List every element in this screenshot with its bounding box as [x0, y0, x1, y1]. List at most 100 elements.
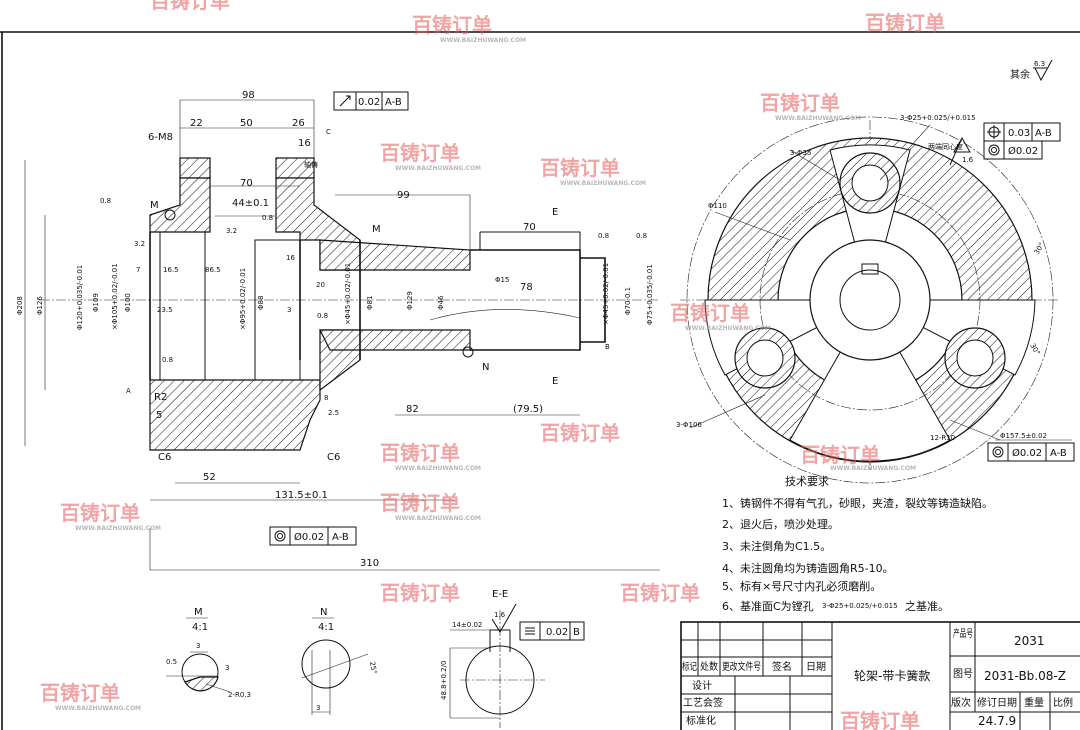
main-view-d310: 310 [360, 558, 379, 569]
title-block-drawing-label: 图号 [953, 668, 973, 680]
drawing-path [525, 627, 535, 635]
watermark-url: WWW.BAIZHUWANG.COM [395, 165, 481, 172]
position-tolerance-frame: 0.03 A-B Ø0.02 [983, 122, 1061, 160]
watermark-url: WWW.BAIZHUWANG.COM [440, 37, 526, 44]
technical-requirements: 技术要求 1、铸钢件不得有气孔，砂眼，夹渣，裂纹等铸造缺陷。 2、退火后，喷沙处… [722, 475, 993, 613]
watermark-brand: 百铸订单 [540, 156, 620, 180]
drawing-path [24, 99, 660, 571]
main-view-r08c: 0.8 [317, 312, 328, 320]
main-view-datum-b: B [605, 343, 610, 351]
title-block-rev-date-label: 修订日期 [977, 696, 1017, 709]
drawing-path [689, 124, 1072, 441]
watermark-brand: 百铸订单 [380, 491, 460, 515]
drawing-rect [254, 239, 301, 381]
main-view-d88: Φ88 [257, 296, 265, 310]
drawing-circle [277, 533, 283, 539]
drawing-path [949, 136, 971, 166]
title-block-h-mark: 标记 [682, 661, 697, 673]
drawing-circle [686, 116, 1054, 484]
main-view-d45b: ×Φ45+0.02/-0.01 [602, 263, 610, 325]
roughness-note-label: 其余 [1010, 68, 1030, 81]
requirement-3: 3、未注倒角为C1.5。 [722, 539, 831, 553]
main-view-d20: 20 [316, 281, 325, 289]
requirement-4: 4、未注圆角均为铸造圆角R5-10。 [722, 561, 894, 575]
main-view-d45: ×Φ45+0.02/-0.01 [344, 263, 352, 325]
part-name: 轮架-带卡簧款 [854, 668, 930, 683]
drawing-path [149, 379, 321, 451]
drawing-path [166, 651, 231, 693]
main-view-n-label: N [482, 362, 489, 373]
main-view-d44: 44±0.1 [232, 198, 269, 209]
main-view-d75: Φ75+0.035/-0.01 [646, 264, 654, 325]
main-view-d70: 70 [240, 178, 253, 189]
drawing-path [460, 610, 545, 728]
main-view-r08b: 0.8 [262, 214, 273, 222]
details-n-d3: 3 [316, 704, 320, 712]
runout-tolerance-frame: 0.02 A-B [333, 91, 409, 111]
drawing-circle [991, 147, 997, 153]
requirement-6: 6、基准面C为镗孔 [722, 599, 814, 613]
right-view-pos-tol: 0.03 [1008, 128, 1030, 139]
main-view-d25: 2.5 [328, 409, 339, 417]
title-block-h-sign: 签名 [772, 660, 792, 673]
drawing-circle [809, 239, 931, 361]
right-view-d106: 3-Φ106 [676, 421, 702, 429]
drawing-rect [159, 231, 206, 381]
main-view-d81: Φ81 [366, 296, 374, 310]
requirements-item6-end: 之基准。 [905, 599, 949, 613]
main-view-d1315: 131.5±0.1 [275, 490, 328, 501]
drawing-circle [301, 639, 351, 689]
main-view-d109: Φ109 [92, 293, 100, 312]
watermark-brand: 百铸订单 [380, 141, 460, 165]
title-block-process: 工艺会签 [683, 696, 723, 709]
drawing-path [449, 629, 500, 719]
main-view-r08a: 0.8 [100, 197, 111, 205]
details-m-d05: 0.5 [166, 658, 177, 666]
main-view-d52: 52 [203, 472, 216, 483]
main-view-d100: Φ100 [124, 293, 132, 312]
drawing-rect [381, 91, 409, 111]
main-view-m8: 6-M8 [148, 132, 173, 143]
title-block-scale: 比例 [1053, 696, 1073, 709]
watermark-url: WWW.BAIZHUWANG.COM [560, 180, 646, 187]
main-view-d126: Φ126 [36, 296, 44, 315]
main-view-e-label1: E [552, 207, 558, 218]
watermark-url: WWW.BAIZHUWANG.COM [830, 465, 916, 472]
detail-n: N 4:1 25° 3 [301, 607, 378, 715]
right-view-conc-tol2: Ø0.02 [1012, 447, 1042, 459]
drawing-path [339, 95, 351, 107]
drawing-rect [680, 621, 1080, 730]
main-view-d15: Φ15 [495, 276, 509, 284]
right-view-pos-ref: A-B [1035, 128, 1052, 139]
details-n-scale: 4:1 [318, 622, 334, 633]
main-view-r08d: 0.8 [162, 356, 173, 364]
main-view-d120: Φ120+0.035/-0.01 [76, 265, 84, 330]
main-view-d46: Φ46 [437, 295, 445, 310]
main-view-d3: 3 [287, 306, 291, 314]
requirement-1: 1、铸钢件不得有气孔，砂眼，夹渣，裂纹等铸造缺陷。 [722, 496, 993, 510]
section-e-e: E-E 14±0.02 1.6 48.8+0.2/0 0.02 B [440, 589, 585, 728]
drawing-rect [519, 621, 585, 641]
drawing-path [149, 177, 211, 233]
main-view-runout-tol: 0.02 [358, 97, 380, 108]
drawing-rect [861, 263, 879, 275]
main-view-d78: 78 [520, 282, 533, 293]
watermark-brand: 百铸订单 [40, 681, 120, 705]
watermark-brand: 百铸订单 [60, 501, 140, 525]
main-view-note-shaft: 轴铸 [304, 160, 318, 169]
main-view-d22: 22 [190, 118, 203, 129]
main-view-d50: 50 [240, 118, 253, 129]
watermark-brand: 百铸订单 [150, 0, 230, 13]
watermark-brand: 百铸订单 [412, 13, 492, 37]
title-block-version: 版次 [951, 696, 971, 709]
drawing-path [491, 603, 517, 633]
title-block-weight: 重量 [1024, 696, 1044, 709]
main-view-d129: Φ129 [406, 291, 414, 310]
right-view-d35: 3-Φ35 [790, 149, 811, 157]
watermark-url: WWW.BAIZHUWANG.COM [75, 525, 161, 532]
concentricity-frame-main: Ø0.02 A-B [269, 526, 357, 546]
main-view-d95: ×Φ95+0.02/-0.01 [239, 268, 247, 330]
requirements-item6-ref: 3-Φ25+0.025/+0.015 [822, 602, 898, 610]
details-m-title: M [194, 607, 203, 618]
drawing-path [789, 298, 951, 462]
